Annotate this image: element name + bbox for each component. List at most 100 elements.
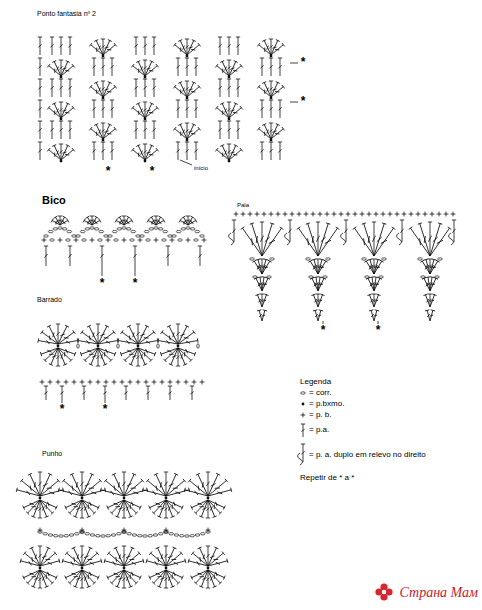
stitch-line (176, 142, 180, 143)
stitch-line (105, 349, 109, 353)
stitch-line (162, 380, 163, 385)
stitch-line (257, 85, 260, 88)
stitch-line (153, 330, 156, 334)
stitch-line (73, 586, 77, 588)
double-crochet-symbol (122, 500, 126, 518)
stitch-line (260, 259, 264, 260)
double-crochet-symbol (372, 294, 376, 307)
double-crochet-symbol (26, 568, 42, 584)
stitch-line (234, 61, 238, 63)
stitch-line (263, 48, 267, 52)
stitch-line (64, 336, 69, 341)
double-crochet-symbol (250, 223, 264, 257)
stitch-line (146, 479, 149, 482)
stitch-line (80, 508, 83, 511)
stitch-line (61, 108, 73, 118)
chain-symbol (162, 239, 167, 241)
stitch-line (133, 150, 145, 160)
double-crochet-symbol (102, 127, 117, 141)
stitch-line (269, 238, 275, 245)
stitch-line (369, 212, 370, 217)
stitch-line (98, 341, 118, 344)
double-crochet-symbol (372, 260, 383, 275)
stitch-line (229, 145, 236, 160)
double-crochet-symbol (47, 64, 62, 78)
stitch-line (374, 224, 384, 256)
stitch-line (70, 500, 82, 513)
stitch-line (181, 506, 183, 510)
stitch-line (115, 586, 119, 588)
stitch-line (62, 352, 67, 357)
stitch-line (55, 151, 59, 155)
stitch-line (256, 259, 260, 260)
stitch-line (430, 314, 434, 317)
slip-stitch-symbol (60, 76, 63, 79)
double-crochet-symbol (185, 124, 196, 140)
stitch-line (99, 479, 102, 482)
single-crochet-symbol (138, 238, 143, 243)
stitch-line (236, 37, 240, 38)
stitch-line (260, 100, 264, 101)
double-crochet-symbol (218, 79, 222, 97)
stitch-line (187, 124, 194, 139)
stitch-line (72, 572, 76, 576)
stitch-line (41, 330, 44, 334)
stitch-line (146, 151, 150, 155)
stitch-line (58, 380, 59, 385)
stitch-line (68, 79, 72, 80)
stitch-line (150, 359, 153, 362)
stitch-line (25, 553, 40, 566)
stitch-line (95, 90, 99, 94)
stitch-line (52, 145, 56, 147)
stitch-line (192, 124, 196, 126)
single-crochet-symbol (154, 238, 159, 243)
stitch-line (278, 142, 282, 143)
double-crochet-symbol (92, 100, 96, 118)
double-crochet-symbol (257, 85, 272, 99)
stitch-line (24, 570, 40, 578)
stitch-line (229, 108, 241, 118)
single-crochet-symbol (64, 380, 69, 385)
stitch-line (114, 547, 118, 549)
stitch-line (85, 348, 98, 360)
chain-symbol (267, 276, 272, 278)
stitch-line (271, 87, 283, 97)
stitch-line (233, 111, 237, 115)
double-crochet-symbol (227, 145, 238, 161)
double-crochet-symbol (50, 79, 54, 97)
stitch-line (128, 574, 133, 579)
stitch-line (66, 570, 82, 578)
stitch-line (145, 145, 152, 160)
stitch-line (230, 67, 234, 71)
stitch-line (28, 486, 33, 491)
stitch-line (143, 37, 147, 38)
chain-symbol (438, 258, 443, 260)
stitch-line (427, 314, 431, 317)
stitch-line (161, 348, 178, 354)
double-crochet-symbol (228, 64, 243, 78)
stitch-line (188, 46, 192, 50)
slip-stitch-symbol (39, 497, 42, 500)
stitch-line (70, 561, 74, 565)
stitch-line (92, 238, 93, 243)
stitch-line (50, 79, 54, 80)
chain-symbol (323, 276, 328, 278)
stitch-line (430, 228, 450, 256)
stitch-line (133, 246, 137, 247)
double-crochet-symbol (155, 219, 165, 227)
stitch-line (108, 570, 124, 578)
stitch-line (217, 66, 229, 76)
stitch-line (271, 124, 278, 139)
stitch-line (101, 149, 104, 152)
slip-stitch-symbol (102, 139, 105, 142)
double-crochet-symbol (107, 498, 125, 510)
stitch-line (134, 128, 137, 131)
double-crochet-symbol (176, 347, 187, 365)
stitch-line (138, 326, 147, 344)
double-crochet-symbol (38, 500, 42, 518)
stitch-line (137, 111, 141, 115)
stitch-line (150, 145, 154, 147)
double-crochet-symbol (81, 559, 101, 568)
stitch-line (40, 561, 59, 566)
stitch-line (315, 282, 319, 285)
